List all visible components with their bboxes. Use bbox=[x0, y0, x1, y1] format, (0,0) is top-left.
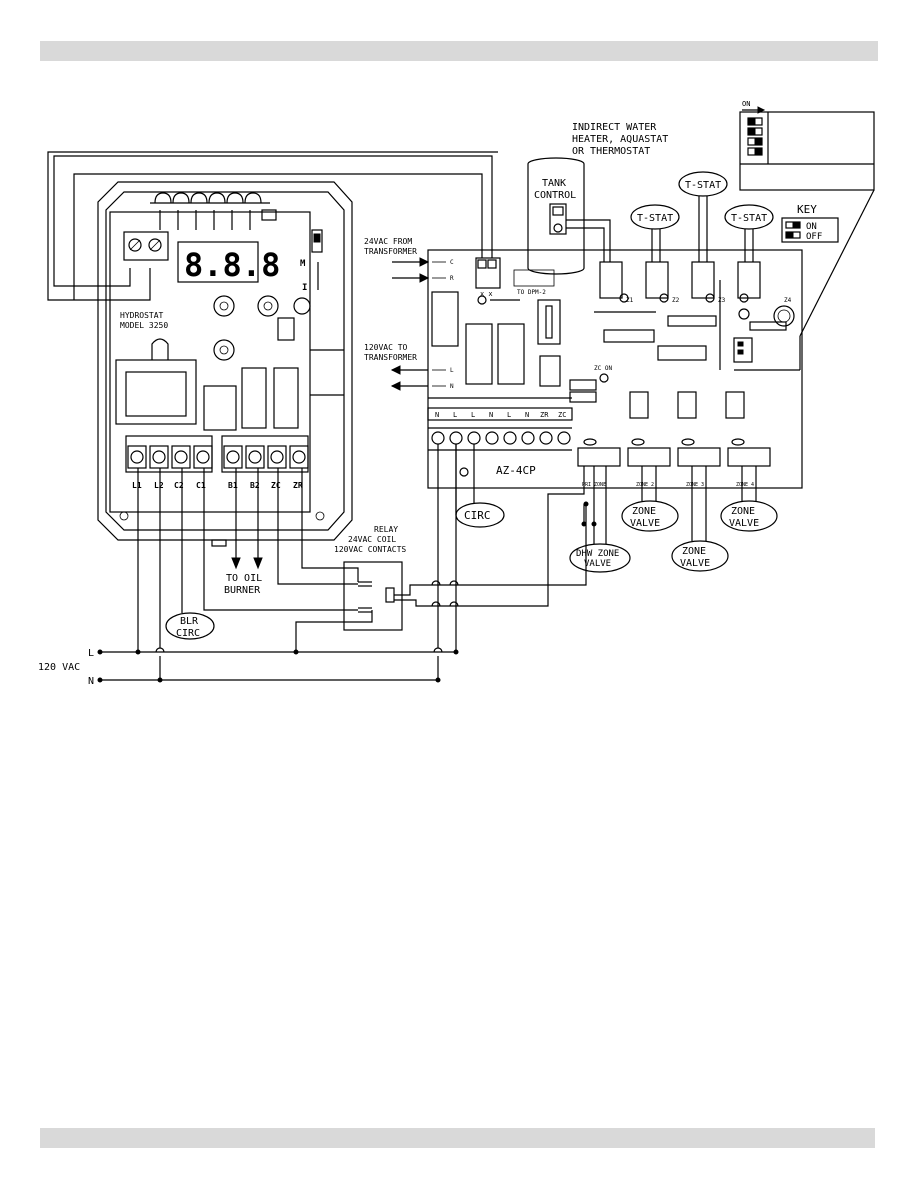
boiler-circ: BLR CIRC bbox=[165, 468, 215, 640]
svg-text:KEY: KEY bbox=[797, 203, 817, 216]
zone-valve-2: ZONE VALVE bbox=[621, 466, 679, 532]
svg-text:L2: L2 bbox=[154, 481, 164, 490]
svg-text:VALVE: VALVE bbox=[584, 559, 611, 569]
az4cp-board: C R L N x x TO DPM-2 bbox=[390, 249, 803, 489]
svg-text:OFF: OFF bbox=[806, 232, 822, 242]
svg-text:x x: x x bbox=[480, 290, 493, 298]
circ-pump: CIRC bbox=[455, 444, 505, 528]
svg-text:L: L bbox=[471, 411, 475, 419]
svg-text:L: L bbox=[450, 367, 454, 374]
svg-text:CIRC: CIRC bbox=[176, 628, 200, 639]
top-connectors bbox=[150, 192, 277, 230]
svg-text:ZC: ZC bbox=[271, 481, 281, 490]
zone-valve-terminals: PRI ZONE ZONE 2 ZONE 3 ZONE 4 bbox=[577, 438, 771, 488]
key-legend: KEY ON OFF bbox=[781, 203, 839, 243]
tstat-zone3: T-STAT bbox=[678, 171, 728, 262]
svg-text:ZONE: ZONE bbox=[682, 546, 706, 557]
power-terminal-strip: N L L N L N ZR ZC bbox=[427, 397, 573, 451]
svg-text:8.8.8: 8.8.8 bbox=[184, 246, 280, 284]
svg-text:ZONE 4: ZONE 4 bbox=[736, 482, 754, 488]
tstat-zone4: T-STAT bbox=[724, 204, 774, 262]
svg-text:ZONE: ZONE bbox=[632, 506, 656, 517]
svg-text:I: I bbox=[302, 283, 307, 293]
svg-text:BLR: BLR bbox=[180, 616, 199, 627]
tstat-zone2: T-STAT bbox=[630, 204, 680, 262]
dhw-zone-valve: DHW ZONE VALVE bbox=[569, 466, 631, 573]
az4cp-model-label: AZ-4CP bbox=[496, 464, 536, 477]
dip-switch-legend: ON bbox=[734, 100, 875, 371]
svg-text:VALVE: VALVE bbox=[729, 518, 759, 529]
svg-text:ZONE 3: ZONE 3 bbox=[686, 482, 704, 488]
svg-text:N: N bbox=[450, 383, 454, 390]
svg-text:N: N bbox=[489, 411, 493, 419]
svg-text:T-STAT: T-STAT bbox=[637, 213, 673, 224]
svg-text:L1: L1 bbox=[132, 481, 142, 490]
vac120-label: 120 VAC bbox=[38, 662, 80, 673]
tank-control: TANK CONTROL bbox=[527, 157, 611, 275]
relay: RELAY 24VAC COIL 120VAC CONTACTS bbox=[203, 466, 587, 652]
svg-text:VALVE: VALVE bbox=[630, 518, 660, 529]
svg-text:R: R bbox=[450, 275, 454, 282]
tstat-terminals: Z1 Z2 Z3 Z4 bbox=[599, 261, 792, 304]
svg-text:TANK: TANK bbox=[542, 178, 566, 189]
svg-text:B1: B1 bbox=[228, 481, 238, 490]
vac24-from-label: 24VAC FROM bbox=[364, 237, 412, 246]
svg-text:OR THERMOSTAT: OR THERMOSTAT bbox=[572, 146, 650, 157]
svg-text:C1: C1 bbox=[196, 481, 206, 490]
svg-text:24VAC COIL: 24VAC COIL bbox=[348, 535, 396, 544]
indirect-heater-label: INDIRECT WATER bbox=[572, 122, 657, 133]
zone-valve-3: ZONE VALVE bbox=[671, 466, 729, 572]
zone-valve-4: ZONE VALVE bbox=[720, 466, 778, 532]
oil-burner-wiring: TO OIL BURNER bbox=[224, 468, 263, 596]
hydrostat-terminals: L1 L2 C2 C1 B1 B2 ZC ZR bbox=[127, 445, 309, 490]
svg-text:L: L bbox=[453, 411, 457, 419]
svg-text:B2: B2 bbox=[250, 481, 260, 490]
svg-text:ZC ON: ZC ON bbox=[594, 365, 612, 372]
svg-text:BURNER: BURNER bbox=[224, 585, 261, 596]
svg-text:T-STAT: T-STAT bbox=[685, 180, 721, 191]
svg-text:ZC: ZC bbox=[558, 411, 566, 419]
vac120-to-label: 120VAC TO bbox=[364, 343, 408, 352]
svg-text:N: N bbox=[525, 411, 529, 419]
svg-text:Z3: Z3 bbox=[718, 297, 726, 304]
low-voltage-wiring bbox=[47, 151, 498, 301]
svg-text:L: L bbox=[88, 648, 94, 659]
svg-text:TRANSFORMER: TRANSFORMER bbox=[364, 353, 417, 362]
svg-text:Z2: Z2 bbox=[672, 297, 680, 304]
svg-text:120VAC CONTACTS: 120VAC CONTACTS bbox=[334, 545, 406, 554]
svg-text:ZR: ZR bbox=[540, 411, 549, 419]
svg-text:C: C bbox=[450, 259, 454, 266]
line-voltage-wiring: L N 120 VAC bbox=[38, 444, 597, 687]
header-bar bbox=[40, 41, 878, 61]
svg-text:C2: C2 bbox=[174, 481, 184, 490]
svg-text:Z4: Z4 bbox=[784, 297, 792, 304]
to-dpm-label: TO DPM-2 bbox=[517, 289, 546, 296]
svg-text:Z1: Z1 bbox=[626, 297, 634, 304]
hydrostat-control: 8.8.8 M I HYDROSTAT MODEL 3250 bbox=[97, 181, 353, 547]
svg-text:N: N bbox=[435, 411, 439, 419]
svg-text:ON: ON bbox=[806, 222, 817, 232]
svg-text:M: M bbox=[300, 259, 306, 269]
svg-text:VALVE: VALVE bbox=[680, 558, 710, 569]
footer-bar bbox=[40, 1128, 875, 1148]
to-oil-burner-label: TO OIL bbox=[226, 573, 262, 584]
svg-text:N: N bbox=[88, 676, 94, 687]
svg-text:L: L bbox=[507, 411, 511, 419]
svg-text:ON: ON bbox=[742, 100, 750, 108]
svg-text:RELAY: RELAY bbox=[374, 525, 398, 534]
hydrostat-title: HYDROSTAT bbox=[120, 311, 164, 320]
svg-text:ZONE 2: ZONE 2 bbox=[636, 482, 654, 488]
svg-text:T-STAT: T-STAT bbox=[731, 213, 767, 224]
svg-text:TRANSFORMER: TRANSFORMER bbox=[364, 247, 417, 256]
digit-display: 8.8.8 bbox=[177, 241, 280, 284]
svg-text:HEATER, AQUASTAT: HEATER, AQUASTAT bbox=[572, 134, 668, 145]
svg-text:ZR: ZR bbox=[293, 481, 303, 490]
svg-text:CIRC: CIRC bbox=[464, 509, 491, 522]
svg-text:DHW ZONE: DHW ZONE bbox=[576, 549, 619, 559]
svg-text:CONTROL: CONTROL bbox=[534, 190, 576, 201]
hydrostat-model: MODEL 3250 bbox=[120, 321, 168, 330]
svg-text:ZONE: ZONE bbox=[731, 506, 755, 517]
